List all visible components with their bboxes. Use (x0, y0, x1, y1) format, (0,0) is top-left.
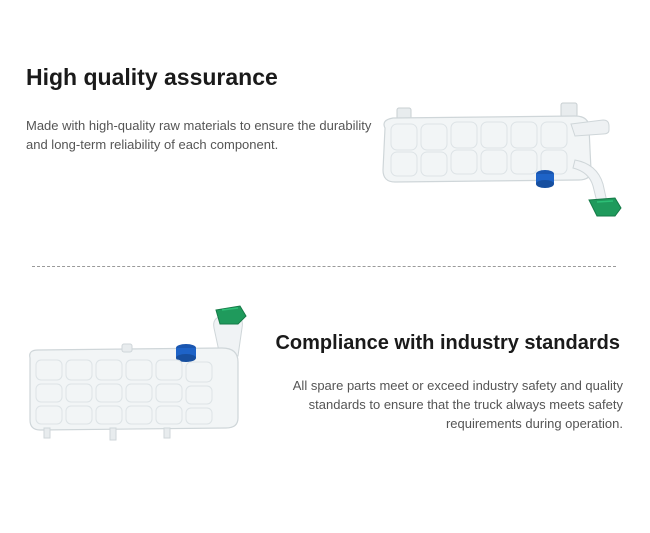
feature-description-quality: Made with high-quality raw materials to … (26, 118, 372, 152)
feature-description-compliance: All spare parts meet or exceed industry … (292, 378, 623, 431)
section-divider (32, 266, 616, 267)
feature-title-compliance: Compliance with industry standards (275, 332, 620, 354)
expansion-tank-image-top (382, 102, 622, 217)
feature-title-quality: High quality assurance (26, 64, 278, 90)
expansion-tank-image-bottom (29, 305, 247, 441)
